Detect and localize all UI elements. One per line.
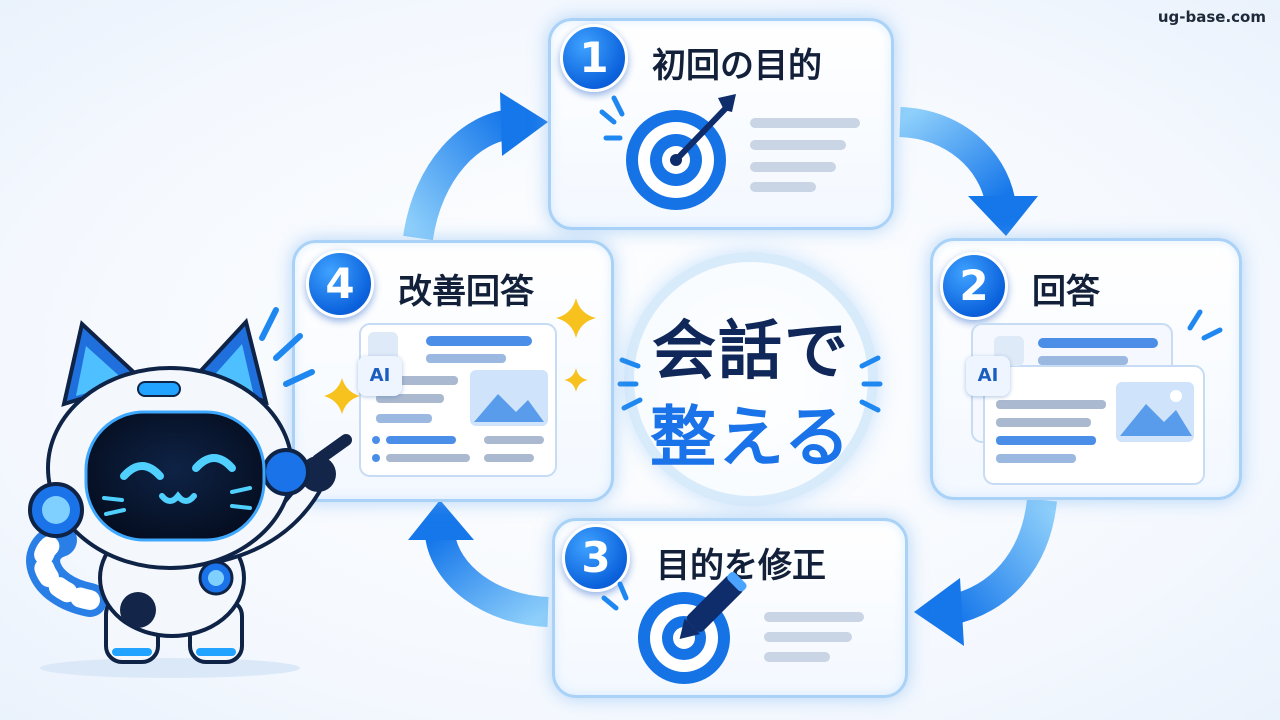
arrow-4-to-1 xyxy=(403,109,515,241)
arrow-1-to-2 xyxy=(898,107,1015,204)
text-lines-3 xyxy=(764,612,864,662)
step-number-2: 2 xyxy=(940,252,1008,320)
arrowhead-1-to-2 xyxy=(968,196,1038,236)
spark-lines-2 xyxy=(1187,309,1223,341)
step-number-4: 4 xyxy=(306,250,374,318)
arrow-3-to-4 xyxy=(425,532,550,627)
step-number-3: 3 xyxy=(562,524,630,592)
response-document-icon-2 xyxy=(971,323,1205,485)
watermark: ug-base.com xyxy=(1157,8,1266,26)
step-number-1: 1 xyxy=(560,24,628,92)
step-title-4: 改善回答 xyxy=(398,272,534,312)
ai-badge-2: AI xyxy=(966,356,1010,396)
center-circle xyxy=(624,252,878,506)
step-title-1: 初回の目的 xyxy=(652,46,822,86)
arrowhead-3-to-4 xyxy=(408,500,474,540)
step-title-2: 回答 xyxy=(1032,272,1100,312)
sparkle-icon xyxy=(324,298,596,414)
target-arrow-icon xyxy=(599,94,736,210)
improved-document-icon-4 xyxy=(359,323,557,477)
arrowhead-2-to-3 xyxy=(914,578,964,646)
center-title-line1: 会話で xyxy=(652,315,850,389)
robot-cat-mascot xyxy=(26,307,352,678)
text-lines-1 xyxy=(750,118,860,192)
center-title-line2: 整える xyxy=(649,399,853,476)
arrowhead-4-to-1 xyxy=(500,92,548,156)
ai-badge-4: AI xyxy=(358,356,402,396)
arrow-2-to-3 xyxy=(946,498,1057,625)
target-pen-icon xyxy=(601,572,747,684)
